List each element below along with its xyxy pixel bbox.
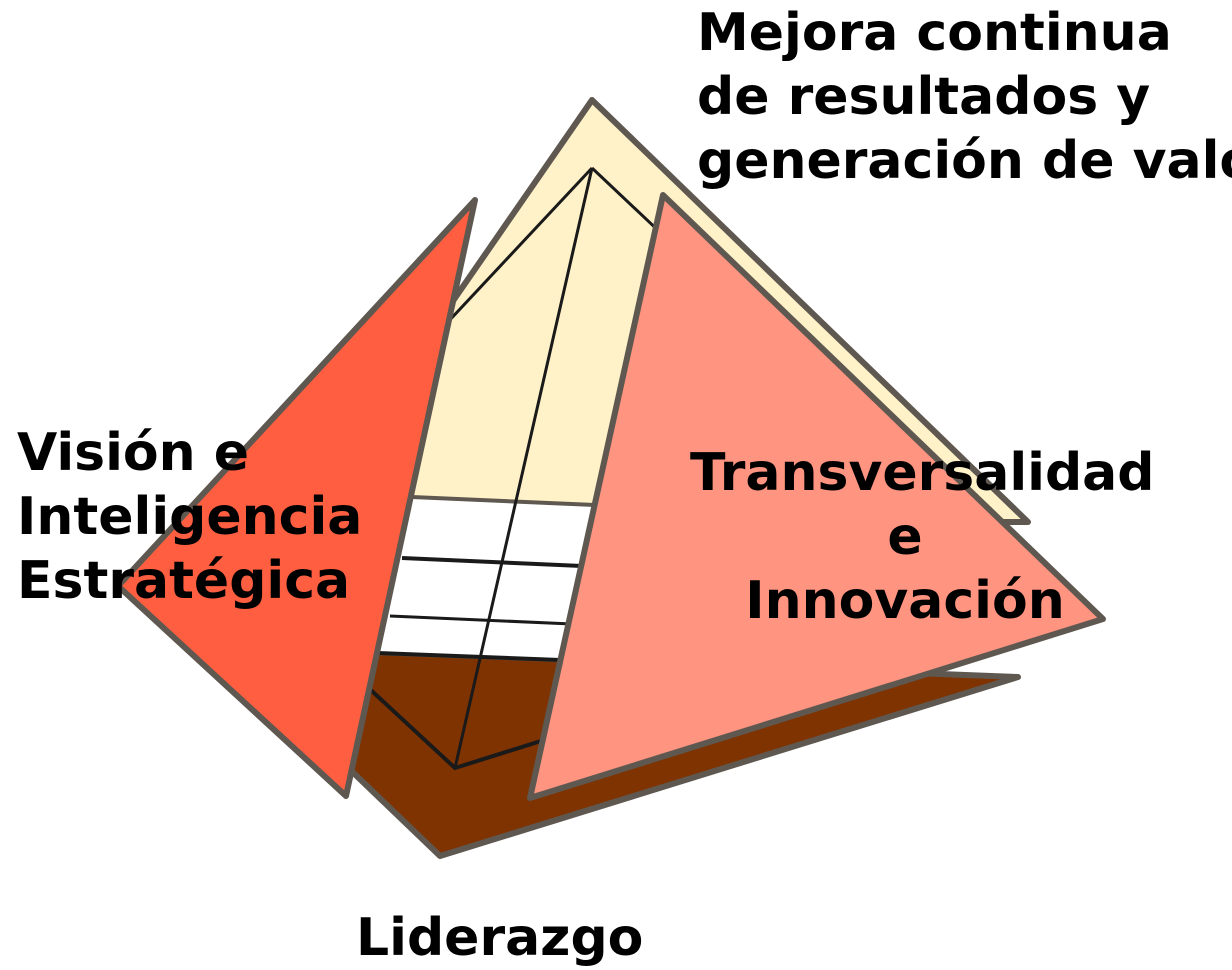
label-left-line-1: Visión e [17,423,250,483]
label-top-line-3: generación de valor [697,131,1232,191]
label-right-line-3: Innovación [745,571,1065,631]
label-right-line-2: e [887,507,923,567]
window-line-top [411,495,596,507]
label-top-line-2: de resultados y [697,67,1151,127]
label-left-line-2: Inteligencia [17,487,363,547]
window-line-mid1 [401,556,583,568]
right-face [527,192,1106,801]
label-mejora-continua: Mejora continua de resultados y generaci… [697,1,1232,193]
left-face [115,197,478,799]
label-top-line-1: Mejora continua [697,3,1172,63]
label-left-line-3: Estratégica [17,551,351,611]
label-right-line-1: Transversalidad [690,443,1155,503]
label-vision-estrategica: Visión e Inteligencia Estratégica [17,421,362,613]
label-bottom-line-1: Liderazgo [356,908,644,968]
label-transversalidad-innovacion: Transversalidad e Innovación [690,441,1155,633]
label-liderazgo: Liderazgo [356,906,643,970]
window-line-mid2 [389,614,573,626]
center-edge [453,167,594,769]
base-inner-edges [358,678,561,771]
window-line-bottom [377,651,561,662]
